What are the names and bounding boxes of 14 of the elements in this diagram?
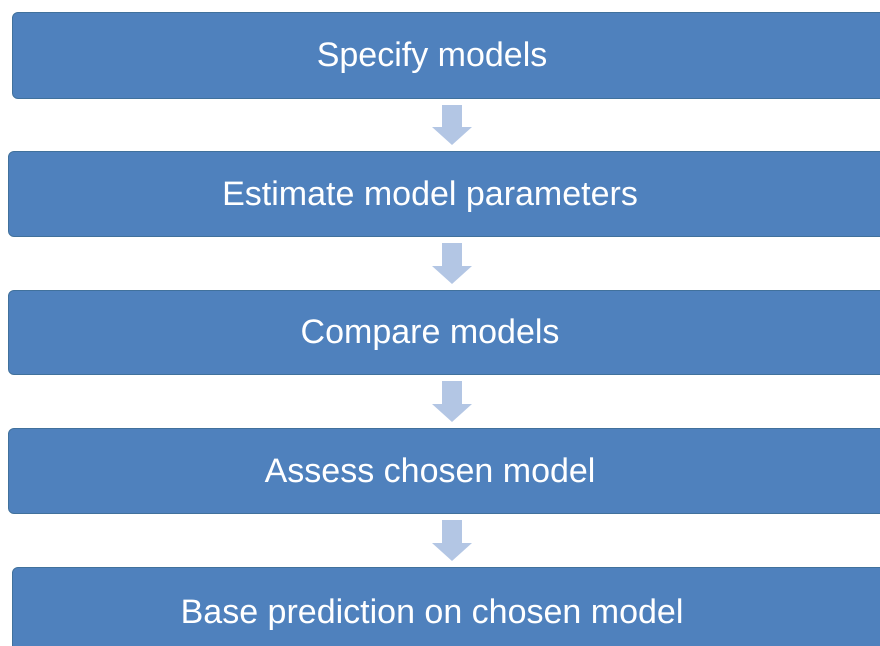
step-label: Estimate model parameters (222, 174, 638, 214)
step-label: Compare models (300, 312, 560, 353)
arrow (432, 243, 472, 284)
arrow (432, 381, 472, 422)
step-label: Base prediction on chosen model (180, 592, 684, 632)
process-box (12, 12, 880, 99)
step-label: Specify models (316, 35, 548, 76)
process-box (8, 290, 880, 375)
process-box (12, 567, 880, 646)
arrow (432, 105, 472, 145)
process-box (8, 428, 880, 514)
process-box (8, 151, 880, 237)
arrow (432, 520, 472, 561)
step-label: Assess chosen model (264, 450, 596, 492)
